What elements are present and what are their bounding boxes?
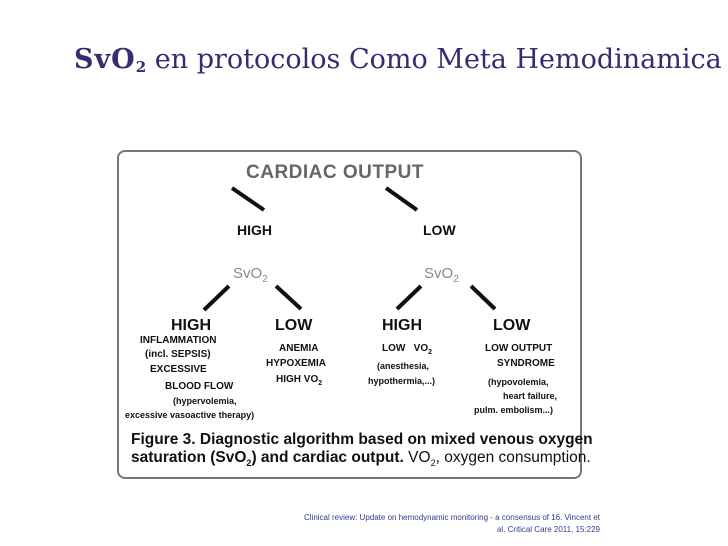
- branch-ll-line: pulm. embolism...): [474, 405, 554, 415]
- cardiac-output-label: CARDIAC OUTPUT: [246, 162, 424, 183]
- svo2-subscript: 2: [262, 274, 268, 285]
- high-vo-subscript: 2: [318, 380, 323, 387]
- caption-sub-2: 2: [430, 458, 436, 469]
- co-high-label: HIGH: [237, 222, 272, 238]
- co-low-label: LOW: [423, 222, 456, 238]
- branch-ll-line: heart failure,: [503, 391, 558, 401]
- branch-hl-label: LOW: [275, 317, 313, 334]
- low-vo-subscript: 2: [428, 349, 433, 356]
- branch-hl-line: ANEMIA: [279, 343, 319, 354]
- branch-hh-line: (incl. SEPSIS): [145, 349, 211, 360]
- connector-root-high: [230, 186, 266, 212]
- title-subscript: 2: [135, 58, 147, 76]
- branch-lh-line: (anesthesia,: [377, 361, 430, 371]
- branch-ll-line: (hypovolemia,: [488, 377, 549, 387]
- connector-root-low: [384, 186, 419, 212]
- low-vo-text: LOW VO: [382, 343, 429, 354]
- branch-lh-label: HIGH: [382, 317, 422, 334]
- caption-normal-b: , oxygen consumption.: [435, 449, 591, 467]
- branch-hh-line: EXCESSIVE: [150, 364, 207, 375]
- caption-bold-b: ) and cardiac output.: [251, 449, 404, 467]
- connector-high-hl: [274, 284, 303, 311]
- branch-ll-line: LOW OUTPUT: [485, 343, 553, 354]
- connector-high-hh: [202, 284, 231, 312]
- slide-title: SvO2 en protocolos Como Meta Hemodinamic…: [74, 44, 722, 76]
- connector-low-lh: [395, 284, 423, 311]
- branch-hh-line: (hypervolemia,: [173, 396, 237, 406]
- title-svo: SvO: [74, 44, 136, 75]
- caption-bold-a: saturation (SvO: [131, 449, 247, 467]
- branch-hl-line: HYPOXEMIA: [266, 358, 327, 369]
- svo2-subscript: 2: [453, 274, 459, 285]
- caption-line-2: saturation (SvO2) and cardiac output. VO…: [131, 449, 593, 469]
- svo2-text: SvO: [424, 265, 454, 282]
- caption-normal-a: VO: [403, 449, 431, 467]
- citation-line-2: al. Critical Care 2011, 15:229: [496, 524, 600, 534]
- citation: Clinical review: Update on hemodynamic m…: [244, 512, 600, 535]
- figure-caption: Figure 3. Diagnostic algorithm based on …: [131, 431, 593, 469]
- high-vo-text: HIGH VO: [276, 374, 319, 385]
- branch-lh-line: LOW VO2: [382, 343, 432, 357]
- branch-hh-line: excessive vasoactive therapy): [125, 410, 255, 420]
- svo2-label-left: SvO2: [233, 265, 268, 286]
- branch-hh-label: HIGH: [171, 317, 211, 334]
- connector-low-ll: [469, 284, 497, 311]
- caption-line-1: Figure 3. Diagnostic algorithm based on …: [131, 431, 593, 448]
- figure-panel: CARDIAC OUTPUT HIGH LOW SvO2 SvO2 HIGH I…: [117, 150, 593, 479]
- branch-hh-line: BLOOD FLOW: [165, 381, 234, 392]
- connector-lines: [202, 186, 497, 312]
- branch-hh-line: INFLAMMATION: [140, 335, 217, 346]
- branch-ll-label: LOW: [493, 317, 531, 334]
- caption-sub-1: 2: [246, 458, 252, 469]
- branch-hl-line: HIGH VO2: [276, 374, 322, 388]
- svo2-label-right: SvO2: [424, 265, 459, 286]
- branch-lh-line: hypothermia,...): [368, 376, 436, 386]
- branch-ll-line: SYNDROME: [497, 358, 555, 369]
- svo2-text: SvO: [233, 265, 263, 282]
- title-rest: en protocolos Como Meta Hemodinamica: [146, 44, 722, 75]
- citation-line-1: Clinical review: Update on hemodynamic m…: [303, 513, 600, 522]
